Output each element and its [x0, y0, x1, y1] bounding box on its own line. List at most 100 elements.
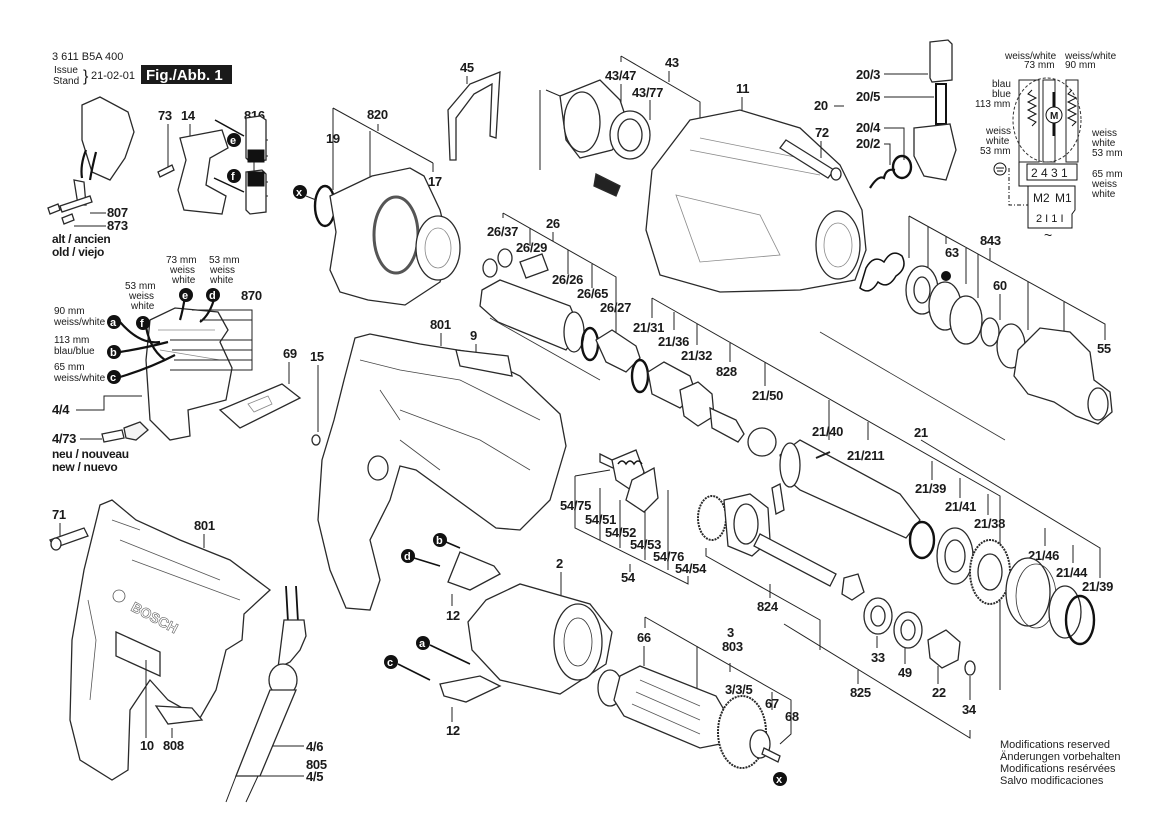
part-label-22: 22	[932, 685, 946, 700]
housing-half-801: 801 9 15	[310, 317, 567, 611]
wire-badge-d: d	[206, 288, 220, 302]
wire-badge-f2: f	[136, 316, 150, 330]
motor-icon	[1045, 106, 1063, 124]
svg-text:90 mm: 90 mm	[1065, 60, 1096, 71]
svg-text:f: f	[231, 171, 235, 183]
part-label-21-41: 21/41	[945, 499, 976, 514]
field-coil-left-icon	[1026, 89, 1038, 127]
switch-new-assembly: 73 mm weiss white 53 mm weiss white 53 m…	[52, 255, 262, 474]
washer-26-37b	[497, 248, 513, 268]
svg-text:73 mm: 73 mm	[1024, 60, 1055, 71]
circlip-21-39b	[1064, 594, 1096, 646]
gear-group-825: 825 33 49 22 34	[783, 597, 977, 739]
brush-holder-20	[913, 123, 957, 181]
clamp-screws	[47, 203, 75, 225]
part-label-21-211: 21/211	[847, 448, 884, 463]
armature-3	[613, 665, 731, 749]
svg-text:weiss: weiss	[985, 126, 1011, 137]
terminal-numbers: 2 4 3 1	[1031, 166, 1068, 180]
flange-housing-820	[329, 167, 451, 306]
brush-group-20: 20 20/3 20/5 20/4 20/2	[814, 39, 957, 189]
part-label-4-73: 4/73	[52, 431, 76, 446]
spring-20-2	[869, 168, 896, 189]
svg-text:x: x	[296, 187, 303, 199]
svg-text:white: white	[130, 301, 155, 312]
part-label-33: 33	[871, 650, 885, 665]
part-label-808: 808	[163, 738, 184, 753]
part-label-12b: 12	[446, 723, 460, 738]
part-label-873: 873	[107, 218, 128, 233]
part-label-801b: 801	[194, 518, 215, 533]
wire-a-length: 90 mm	[54, 306, 85, 317]
document-header: 3 611 B5A 400 Issue Stand } 21-02-01 Fig…	[52, 51, 232, 87]
part-label-828: 828	[716, 364, 737, 379]
part-label-63: 63	[945, 245, 959, 260]
part-label-12a: 12	[446, 608, 460, 623]
shaft-824	[753, 533, 837, 587]
part-label-49: 49	[898, 665, 912, 680]
part-label-21-38: 21/38	[974, 516, 1005, 531]
part-label-21-40: 21/40	[812, 424, 843, 439]
notice-line-es: Salvo modificaciones	[1000, 775, 1104, 787]
spring-54-75	[617, 460, 643, 466]
shaft-end	[761, 747, 781, 763]
svg-text:x: x	[776, 774, 783, 786]
wire-badge-a: a	[107, 315, 121, 329]
svg-text:b: b	[436, 535, 443, 547]
brace-icon: }	[83, 68, 89, 85]
gear-housing-11: 11	[645, 81, 867, 293]
clip-45: 45	[447, 60, 501, 161]
wire-badge-f: f	[227, 169, 241, 183]
part-label-820: 820	[367, 107, 388, 122]
issue-label: Issue	[54, 65, 78, 76]
part-label-21-36: 21/36	[658, 334, 689, 349]
part-label-824: 824	[757, 599, 779, 614]
part-label-20: 20	[814, 98, 828, 113]
brush-holder-12b	[439, 675, 502, 703]
stator-group: b d a c 12 12 2	[384, 533, 613, 738]
svg-text:white: white	[1091, 189, 1116, 200]
o-ring-21-31	[630, 358, 650, 394]
part-label-805: 805	[306, 757, 327, 772]
part-label-55: 55	[1097, 341, 1111, 356]
wire-c-length: 65 mm	[54, 362, 85, 373]
notice-line-en: Modifications reserved	[1000, 739, 1110, 751]
part-label-34: 34	[962, 702, 977, 717]
svg-text:weiss: weiss	[128, 291, 154, 302]
part-label-17: 17	[428, 174, 442, 189]
wire-e-length: 73 mm	[166, 255, 197, 266]
wire-badge-a2: a	[416, 636, 430, 650]
badge-x-top: x	[293, 185, 307, 199]
spring-clip-45	[447, 71, 501, 161]
svg-text:white: white	[171, 275, 196, 286]
label-808	[154, 705, 204, 725]
part-label-803: 803	[722, 639, 743, 654]
svg-text:white: white	[1091, 138, 1116, 149]
wire-badge-c: c	[107, 370, 121, 384]
wire-b-length: 113 mm	[54, 335, 89, 346]
part-label-60: 60	[993, 278, 1007, 293]
part-label-54-52: 54/52	[605, 525, 636, 540]
long-screw-72	[779, 139, 835, 179]
switch-wires-old	[80, 149, 98, 181]
locking-disc-843	[949, 295, 983, 345]
svg-text:65 mm: 65 mm	[1092, 169, 1123, 180]
stand-label: Stand	[53, 76, 79, 87]
steel-ball-63	[941, 271, 951, 281]
part-label-4-4: 4/4	[52, 402, 70, 417]
part-label-26-29: 26/29	[516, 240, 547, 255]
svg-text:blue: blue	[992, 89, 1011, 100]
wire-badge-e2: e	[179, 288, 193, 302]
svg-text:~: ~	[1044, 227, 1052, 243]
cord-wires	[285, 585, 299, 623]
brush-holder-14	[177, 129, 229, 215]
svg-text:53 mm: 53 mm	[980, 146, 1011, 157]
part-label-54-53: 54/53	[630, 537, 661, 552]
part-label-26-26: 26/26	[552, 272, 583, 287]
part-label-21-44: 21/44	[1056, 565, 1088, 580]
flange-group-820: 820 19 17 x	[293, 107, 461, 306]
svg-text:weiss: weiss	[1091, 179, 1117, 190]
part-label-43-47: 43/47	[605, 68, 636, 83]
pinion-22	[927, 629, 961, 669]
slider-part-69	[218, 383, 302, 429]
